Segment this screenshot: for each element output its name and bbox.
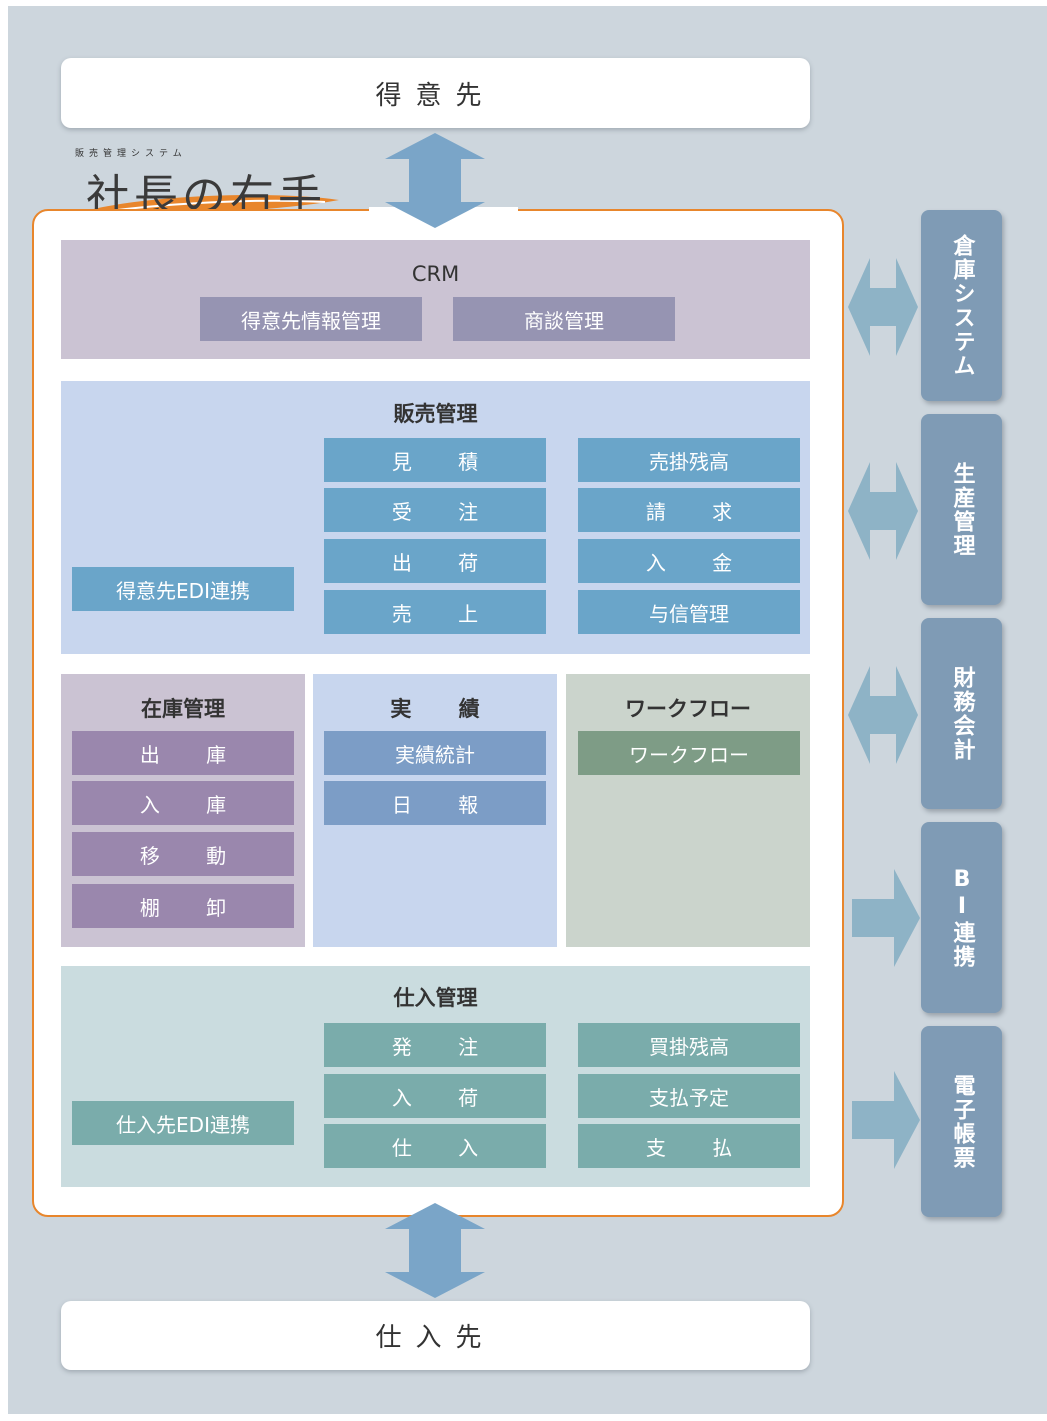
sales-item: 売 上 [324,590,546,634]
purchase-item: 入 荷 [324,1074,546,1118]
purchase-section: 仕入管理 仕入先EDI連携 発 注 入 荷 仕 入 買掛残高 支払予定 支 払 [61,966,810,1187]
sales-item: 受 注 [324,488,546,532]
bidirectional-arrow-icon [848,666,918,764]
sales-item: 入 金 [578,539,800,583]
results-section: 実 績 実績統計 日 報 [313,674,557,947]
purchase-edi: 仕入先EDI連携 [72,1101,294,1145]
customer-arrow-icon [385,133,485,228]
sales-item: 出 荷 [324,539,546,583]
inventory-item: 入 庫 [72,781,294,825]
inventory-item: 出 庫 [72,731,294,775]
side-system-accounting: 財務会計 [921,618,1002,809]
sales-title: 販売管理 [393,402,478,426]
bidirectional-arrow-icon [848,462,918,560]
crm-title: CRM [411,262,460,286]
inventory-section: 在庫管理 出 庫 入 庫 移 動 棚 卸 [61,674,305,947]
side-system-label: 電子帳票 [949,1073,975,1170]
side-system-label: 財務会計 [949,665,975,762]
side-system-warehouse: 倉庫システム [921,210,1002,401]
side-system-label: BI連携 [949,866,975,969]
results-title: 実 績 [390,697,500,721]
inventory-title: 在庫管理 [141,697,225,721]
side-system-production: 生産管理 [921,414,1002,605]
purchase-item: 仕 入 [324,1124,546,1168]
customer-box: 得意先 [61,58,810,128]
workflow-title: ワークフロー [625,697,751,721]
sales-item: 与信管理 [578,590,800,634]
purchase-item: 支払予定 [578,1074,800,1118]
sales-item: 見 積 [324,438,546,482]
logo-subtitle: 販売管理システム [75,149,187,159]
inventory-item: 移 動 [72,832,294,876]
sales-edi: 得意先EDI連携 [72,567,294,611]
purchase-item: 買掛残高 [578,1023,800,1067]
inventory-item: 棚 卸 [72,884,294,928]
crm-item: 商談管理 [453,297,675,341]
sales-item: 請 求 [578,488,800,532]
purchase-item: 発 注 [324,1023,546,1067]
side-system-e-document: 電子帳票 [921,1026,1002,1217]
side-system-bi: BI連携 [921,822,1002,1013]
side-system-label: 倉庫システム [949,233,975,378]
purchase-title: 仕入管理 [393,986,478,1010]
crm-item: 得意先情報管理 [200,297,422,341]
sales-section: 販売管理 得意先EDI連携 見 積 受 注 出 荷 売 上 売掛残高 請 求 入… [61,381,810,654]
workflow-section: ワークフロー ワークフロー [566,674,810,947]
side-system-label: 生産管理 [949,461,975,558]
crm-section: CRM 得意先情報管理 商談管理 [61,240,810,359]
right-arrow-icon [852,869,920,967]
supplier-box: 仕入先 [61,1301,810,1370]
workflow-item: ワークフロー [578,731,800,775]
right-arrow-icon [852,1071,920,1169]
results-item: 実績統計 [324,731,546,775]
sales-item: 売掛残高 [578,438,800,482]
bidirectional-arrow-icon [848,258,918,356]
results-item: 日 報 [324,781,546,825]
purchase-item: 支 払 [578,1124,800,1168]
supplier-arrow-icon [385,1203,485,1298]
